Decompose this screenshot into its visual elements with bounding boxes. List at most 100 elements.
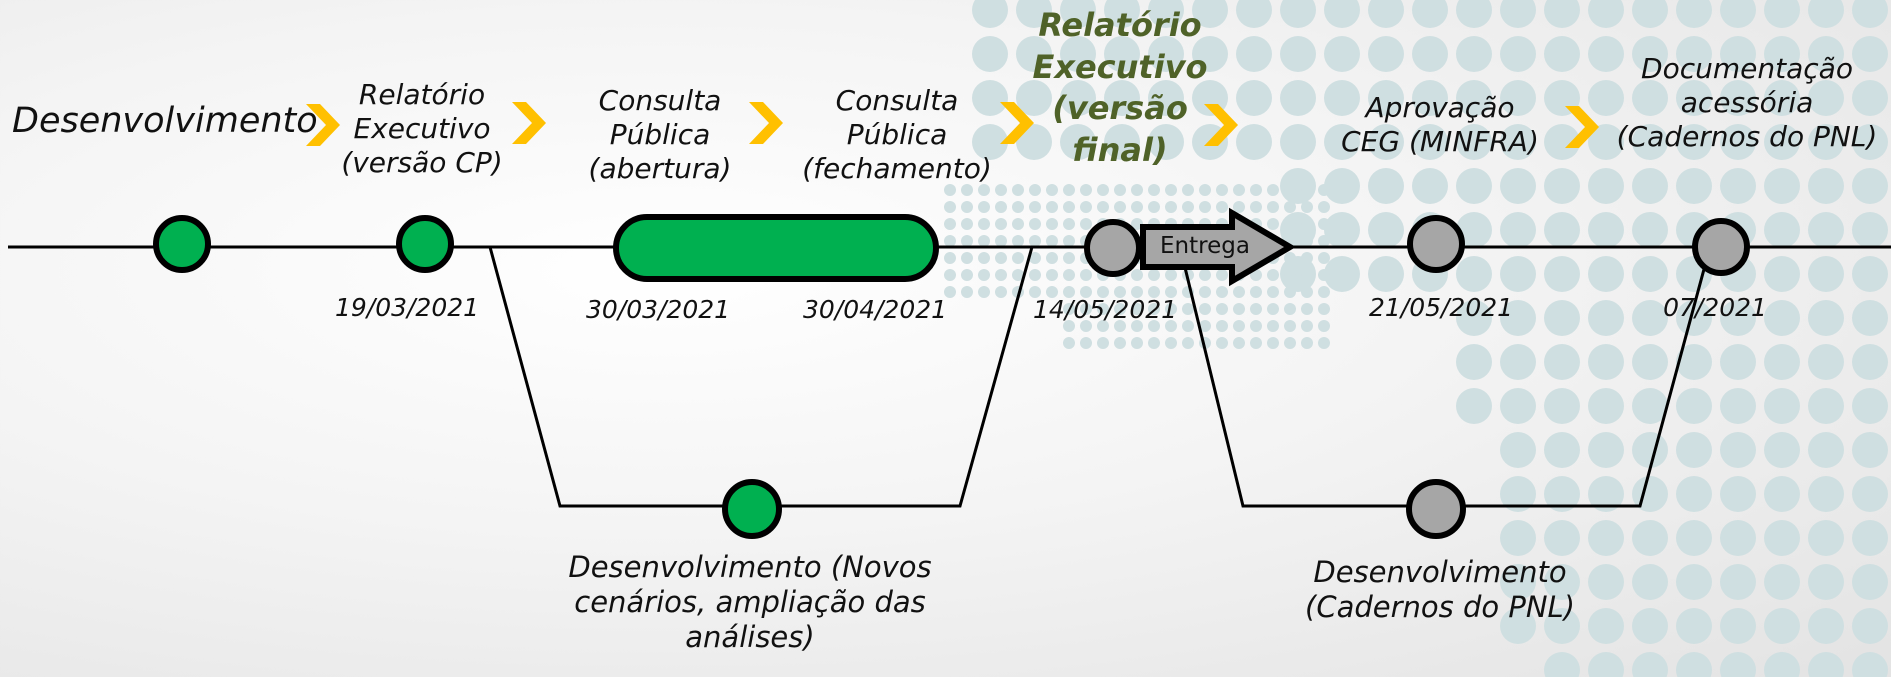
- map-dot: [1720, 476, 1756, 512]
- chevron-icon: [306, 104, 340, 146]
- milestone-relatorio-cp: [396, 215, 454, 273]
- map-dot: [1148, 201, 1160, 213]
- map-dot: [1199, 184, 1211, 196]
- map-dot: [1318, 269, 1330, 281]
- map-dot: [978, 286, 990, 298]
- map-dot: [1199, 320, 1211, 332]
- map-dot: [1104, 0, 1140, 28]
- map-dot: [1852, 300, 1888, 336]
- map-dot: [1182, 337, 1194, 349]
- map-dot: [1233, 337, 1245, 349]
- map-dot: [1104, 124, 1140, 160]
- map-dot: [1632, 344, 1668, 380]
- map-dot: [1063, 218, 1075, 230]
- map-dot: [1046, 235, 1058, 247]
- map-dot: [1764, 0, 1800, 28]
- map-dot: [1080, 286, 1092, 298]
- map-dot: [1284, 201, 1296, 213]
- map-dot: [944, 184, 956, 196]
- map-dot: [1301, 218, 1313, 230]
- map-dot: [1544, 0, 1580, 28]
- map-dot: [972, 80, 1008, 116]
- map-dot: [1852, 388, 1888, 424]
- map-dot: [1544, 124, 1580, 160]
- map-dot: [1060, 124, 1096, 160]
- map-dot: [1029, 201, 1041, 213]
- map-dot: [1500, 124, 1536, 160]
- map-dot: [1301, 320, 1313, 332]
- map-dot: [1216, 184, 1228, 196]
- chevron-icon: [512, 102, 546, 144]
- map-dot: [1267, 218, 1279, 230]
- map-dot: [1233, 184, 1245, 196]
- map-dot: [1148, 0, 1184, 28]
- map-dot: [1318, 337, 1330, 349]
- map-dot: [1148, 320, 1160, 332]
- map-dot: [1500, 300, 1536, 336]
- map-dot: [1632, 520, 1668, 556]
- map-dot: [1199, 201, 1211, 213]
- map-dot: [1500, 520, 1536, 556]
- map-dot: [1236, 0, 1272, 28]
- map-dot: [1588, 300, 1624, 336]
- map-dot: [1544, 476, 1580, 512]
- map-dot: [1046, 252, 1058, 264]
- map-dot: [1588, 476, 1624, 512]
- map-dot: [1318, 303, 1330, 315]
- map-dot: [1676, 388, 1712, 424]
- map-dot: [1764, 608, 1800, 644]
- map-dot: [1080, 184, 1092, 196]
- map-dot: [1063, 235, 1075, 247]
- map-dot: [1080, 201, 1092, 213]
- map-dot: [1808, 0, 1844, 28]
- map-dot: [1318, 201, 1330, 213]
- map-dot: [1500, 212, 1536, 248]
- map-dot: [1368, 80, 1404, 116]
- map-dot: [1165, 269, 1177, 281]
- map-dot: [1165, 337, 1177, 349]
- map-dot: [1301, 337, 1313, 349]
- map-dot: [1324, 36, 1360, 72]
- map-dot: [1318, 320, 1330, 332]
- map-dot: [1852, 476, 1888, 512]
- map-dot: [1544, 608, 1580, 644]
- branch-label-2: Desenvolvimento (Cadernos do PNL): [1305, 555, 1575, 624]
- branch-label-1: Desenvolvimento (Novos cenários, ampliaç…: [568, 550, 932, 654]
- map-dot: [995, 184, 1007, 196]
- map-dot: [1233, 320, 1245, 332]
- map-dot: [1284, 303, 1296, 315]
- map-dot: [1764, 388, 1800, 424]
- map-dot: [1588, 388, 1624, 424]
- map-dot: [1852, 36, 1888, 72]
- map-dot: [1368, 0, 1404, 28]
- map-dot: [995, 235, 1007, 247]
- map-dot: [1808, 168, 1844, 204]
- date-label: 30/04/2021: [802, 295, 948, 324]
- map-dot: [1318, 218, 1330, 230]
- map-dot: [961, 269, 973, 281]
- chevron-icon: [1000, 102, 1034, 144]
- stage-label-consulta-fechamento: Consulta Pública (fechamento): [802, 84, 992, 186]
- map-dot: [1250, 184, 1262, 196]
- map-dot: [1165, 201, 1177, 213]
- map-dot: [1676, 520, 1712, 556]
- map-dot: [978, 252, 990, 264]
- map-dot: [1544, 212, 1580, 248]
- map-dot: [1148, 337, 1160, 349]
- map-dot: [1676, 168, 1712, 204]
- map-dot: [1216, 337, 1228, 349]
- map-dot: [1267, 286, 1279, 298]
- map-dot: [1280, 80, 1316, 116]
- map-dot: [1046, 218, 1058, 230]
- map-dot: [1588, 168, 1624, 204]
- map-dot: [1080, 218, 1092, 230]
- map-dot: [1764, 476, 1800, 512]
- map-dot: [1632, 212, 1668, 248]
- map-dot: [995, 286, 1007, 298]
- map-dot: [1301, 286, 1313, 298]
- map-dot: [1764, 256, 1800, 292]
- map-dot: [978, 269, 990, 281]
- map-dot: [1016, 0, 1052, 28]
- map-dot: [1632, 80, 1668, 116]
- date-label: 14/05/2021: [1032, 295, 1178, 324]
